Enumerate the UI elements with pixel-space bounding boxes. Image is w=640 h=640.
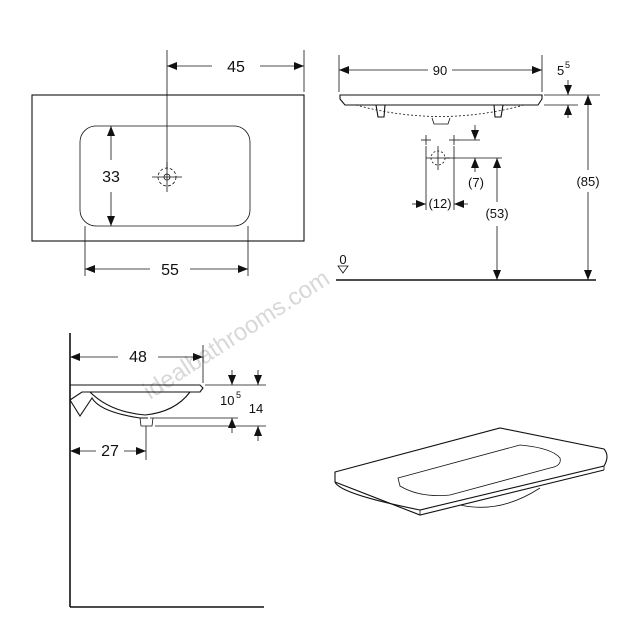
top-view: 45 33 55 bbox=[31, 50, 305, 279]
front-view: 90 5 5 (85) 0 (53) (7) bbox=[336, 55, 600, 281]
rim-thickness-superscript: 5 bbox=[565, 60, 570, 70]
bowl-outline bbox=[79, 125, 251, 227]
bowl-width-dimension: 55 bbox=[161, 262, 179, 279]
waste-setback-dimension: 27 bbox=[101, 443, 119, 460]
side-view: 48 27 10 5 14 bbox=[69, 333, 266, 608]
floor-level-label: 0 bbox=[339, 252, 346, 267]
tap-offset-dimension: 45 bbox=[227, 59, 245, 76]
waste-position-icon bbox=[421, 135, 459, 170]
basin-front-outline bbox=[339, 94, 543, 106]
rim-thickness-dimension: 5 bbox=[557, 63, 564, 78]
overall-width-dimension: 90 bbox=[433, 63, 447, 78]
bowl-depth-superscript: 5 bbox=[236, 390, 241, 400]
waste-offset-dimension: (12) bbox=[428, 196, 451, 211]
perspective-view bbox=[334, 427, 608, 516]
total-depth-dimension: 14 bbox=[249, 401, 263, 416]
waste-drop-dimension: (7) bbox=[468, 175, 484, 190]
waste-height-dimension: (53) bbox=[485, 206, 508, 221]
watermark: idealbathrooms.com bbox=[139, 265, 335, 405]
basin-section-outline bbox=[69, 384, 204, 401]
bowl-depth-dimension: 10 bbox=[220, 393, 234, 408]
basin-outline bbox=[31, 94, 305, 242]
side-depth-dimension: 48 bbox=[129, 349, 147, 366]
overall-height-dimension: (85) bbox=[576, 174, 599, 189]
bowl-depth-dimension: 33 bbox=[102, 169, 120, 186]
